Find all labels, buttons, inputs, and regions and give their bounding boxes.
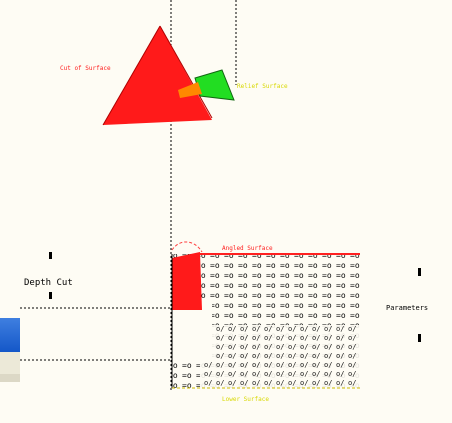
tool-tip-orange — [178, 82, 202, 98]
depth-marker-top — [49, 252, 52, 259]
label-angled-surface: Angled Surface — [222, 245, 273, 252]
label-lower-surface: Lower Surface — [222, 396, 269, 403]
depth-marker-bottom — [49, 292, 52, 299]
label-depth-of-cut: Depth Cut — [24, 278, 73, 288]
label-relief-surface: Relief Surface — [237, 83, 288, 90]
tool-body-red — [103, 26, 212, 125]
param-marker-top — [418, 268, 421, 276]
tool-insert-green — [194, 69, 235, 101]
param-marker-bottom — [418, 334, 421, 342]
label-cut-surface: Cut of Surface — [60, 65, 111, 72]
window-title-bar-fragment — [0, 318, 20, 352]
chip-red — [172, 252, 202, 310]
label-parameters: Parameters — [386, 304, 428, 312]
window-border-fragment — [0, 374, 20, 382]
